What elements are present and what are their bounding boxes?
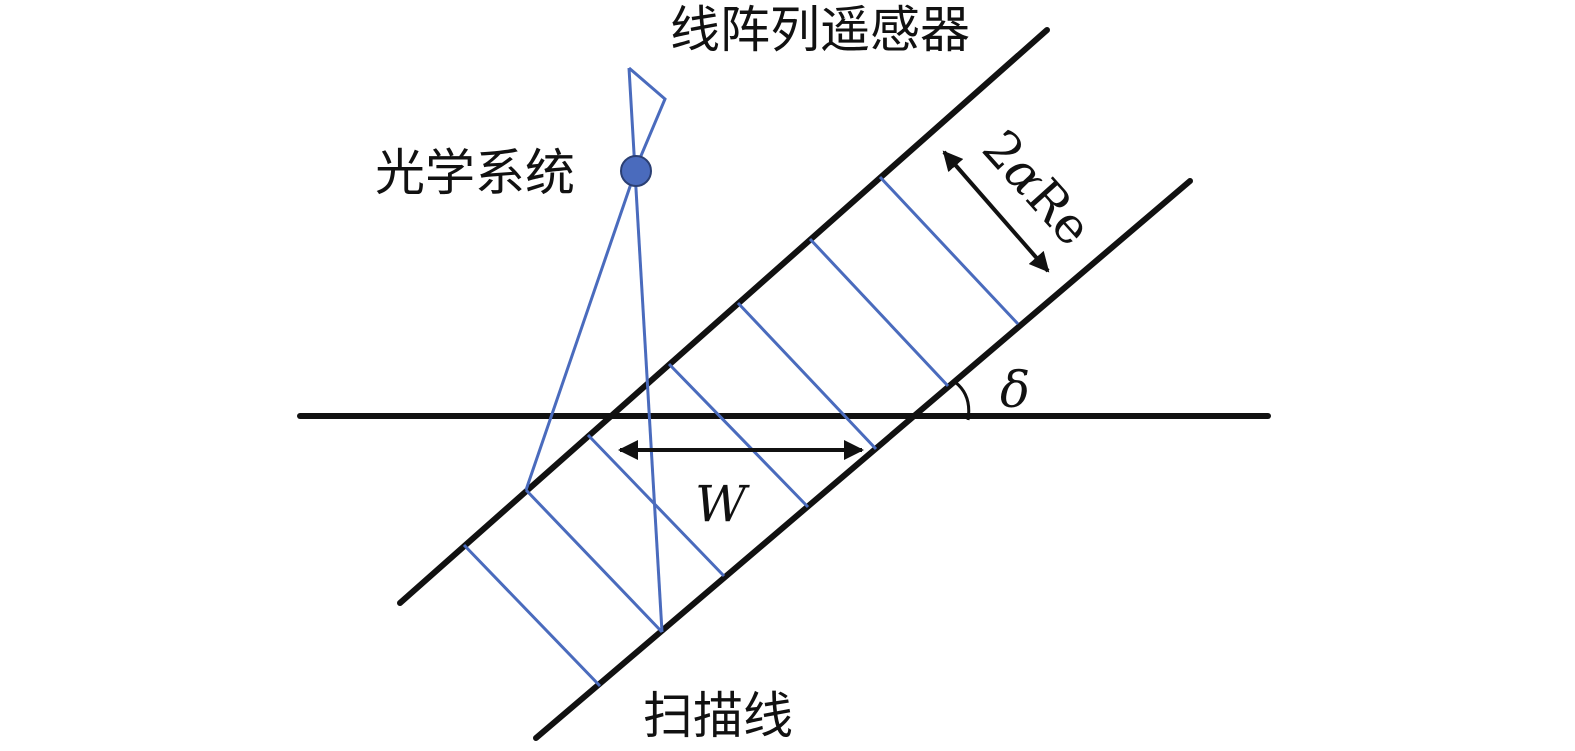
spacing-label: 2αRe	[971, 119, 1103, 257]
projection-ray	[667, 362, 810, 509]
spacing-dimension-arrow	[942, 150, 1050, 273]
scan-line-label: 扫描线	[643, 687, 793, 745]
field-of-view-ray-left	[524, 171, 637, 491]
projection-ray	[462, 543, 602, 688]
projection-ray	[808, 237, 950, 388]
optical-system	[524, 66, 667, 633]
scan-line	[533, 178, 1193, 741]
angle-label: δ	[1000, 361, 1030, 419]
optical-aperture-wedge	[627, 66, 667, 171]
optical-system-label: 光学系统	[375, 144, 575, 202]
sensor-array-line	[397, 27, 1050, 606]
angle-arc	[954, 380, 971, 421]
width-label: W	[695, 475, 750, 533]
field-of-view-ray-right	[633, 171, 664, 633]
optical-system-node	[620, 155, 652, 187]
sensor-label: 线阵列遥感器	[670, 1, 970, 59]
projection-ray	[878, 175, 1020, 326]
projection-ray	[524, 488, 664, 634]
projection-ray	[736, 301, 878, 451]
